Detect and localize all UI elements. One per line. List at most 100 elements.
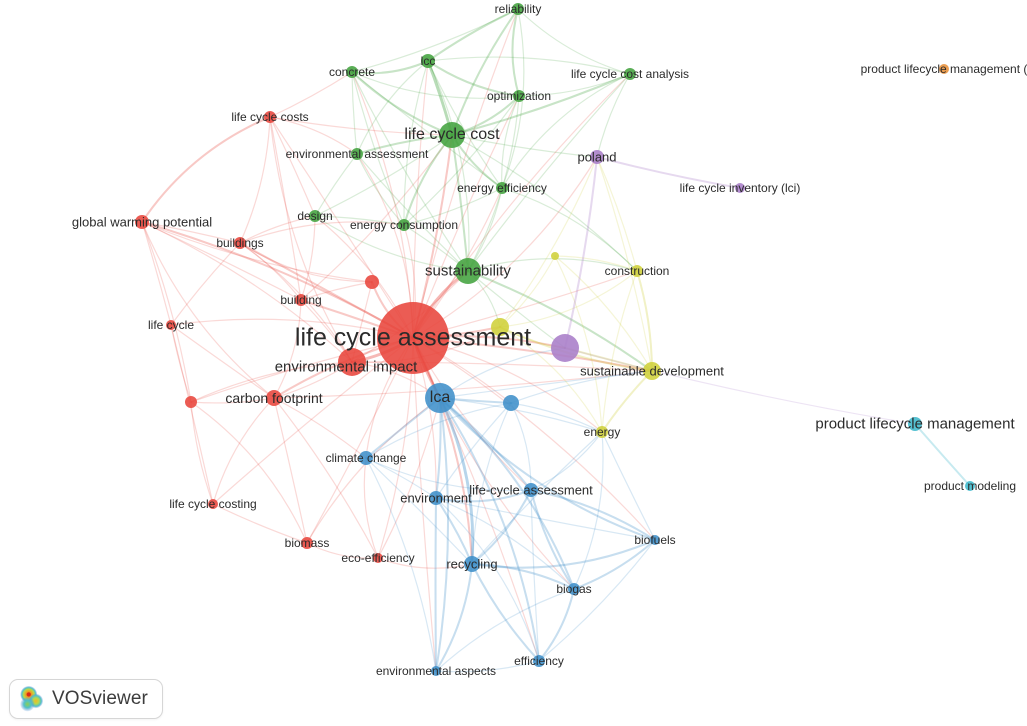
network-edge bbox=[412, 73, 631, 339]
network-node[interactable] bbox=[643, 362, 661, 380]
network-edge bbox=[300, 134, 453, 301]
network-node[interactable] bbox=[491, 318, 509, 336]
network-node[interactable] bbox=[431, 666, 441, 676]
network-node[interactable] bbox=[631, 265, 643, 277]
network-edge bbox=[438, 396, 576, 591]
network-edge bbox=[140, 115, 272, 224]
network-node[interactable] bbox=[455, 258, 481, 284]
network-edge bbox=[239, 215, 316, 244]
vosviewer-density-map-icon bbox=[20, 686, 44, 712]
network-node[interactable] bbox=[185, 396, 197, 408]
network-edge bbox=[601, 431, 656, 541]
network-edge bbox=[190, 397, 275, 404]
network-node[interactable] bbox=[513, 90, 525, 102]
network-node[interactable] bbox=[365, 275, 379, 289]
network-edge bbox=[518, 73, 631, 97]
network-node[interactable] bbox=[377, 302, 449, 374]
network-node[interactable] bbox=[429, 491, 443, 505]
network-node[interactable] bbox=[512, 3, 524, 15]
network-node[interactable] bbox=[266, 390, 282, 406]
network-node[interactable] bbox=[624, 68, 636, 80]
network-node[interactable] bbox=[373, 553, 383, 563]
network-edge bbox=[141, 221, 172, 326]
network-node[interactable] bbox=[425, 383, 455, 413]
network-node[interactable] bbox=[596, 426, 608, 438]
network-edge bbox=[554, 255, 638, 272]
network-node[interactable] bbox=[398, 219, 410, 231]
network-edge bbox=[351, 71, 405, 226]
network-node[interactable] bbox=[735, 183, 745, 193]
network-node[interactable] bbox=[338, 348, 366, 376]
network-edge bbox=[170, 324, 214, 505]
network-edge bbox=[212, 503, 308, 544]
network-node[interactable] bbox=[234, 237, 246, 249]
network-node[interactable] bbox=[208, 499, 218, 509]
network-edge bbox=[314, 134, 453, 217]
network-edge bbox=[501, 95, 520, 189]
network-edge bbox=[595, 155, 742, 190]
network-node[interactable] bbox=[908, 417, 922, 431]
network-node[interactable] bbox=[166, 320, 176, 330]
network-edge bbox=[269, 116, 316, 217]
network-node[interactable] bbox=[568, 583, 580, 595]
network-edge bbox=[269, 116, 353, 363]
network-edge bbox=[450, 133, 470, 273]
network-node[interactable] bbox=[264, 111, 276, 123]
network-node[interactable] bbox=[301, 537, 313, 549]
network-edge bbox=[269, 71, 353, 118]
network-node[interactable] bbox=[359, 451, 373, 465]
network-edge bbox=[170, 242, 241, 326]
network-node[interactable] bbox=[524, 483, 538, 497]
network-edge bbox=[499, 326, 603, 433]
network-edge bbox=[377, 557, 473, 569]
network-node[interactable] bbox=[346, 66, 358, 78]
network-edge bbox=[499, 270, 638, 328]
network-edge bbox=[438, 396, 541, 663]
vosviewer-logo-badge[interactable]: VOSviewer bbox=[9, 679, 163, 719]
network-edge bbox=[239, 221, 405, 244]
network-node[interactable] bbox=[439, 122, 465, 148]
network-edge bbox=[273, 397, 367, 459]
network-edge bbox=[439, 347, 566, 399]
network-edge bbox=[510, 402, 532, 491]
network-edge bbox=[377, 397, 441, 559]
network-node[interactable] bbox=[351, 148, 363, 160]
network-edge bbox=[434, 396, 450, 673]
network-node[interactable] bbox=[503, 395, 519, 411]
network-node[interactable] bbox=[496, 182, 508, 194]
network-node[interactable] bbox=[939, 64, 949, 74]
network-edge bbox=[412, 337, 656, 541]
network-node[interactable] bbox=[309, 210, 321, 222]
network-node[interactable] bbox=[650, 535, 660, 545]
network-edge bbox=[239, 116, 271, 244]
network-node[interactable] bbox=[551, 334, 579, 362]
network-edge bbox=[501, 73, 631, 189]
network-edge bbox=[501, 187, 638, 272]
network-edge bbox=[141, 221, 353, 363]
network-edge bbox=[403, 95, 520, 226]
network-edge bbox=[212, 397, 275, 505]
network-node[interactable] bbox=[295, 294, 307, 306]
network-edge bbox=[190, 361, 353, 403]
network-node[interactable] bbox=[464, 556, 480, 572]
network-node[interactable] bbox=[590, 150, 604, 164]
network-edge bbox=[403, 187, 503, 226]
network-edge bbox=[435, 497, 540, 662]
network-edge bbox=[438, 396, 657, 542]
network-edge bbox=[471, 431, 603, 565]
network-node[interactable] bbox=[965, 481, 975, 491]
network-edge bbox=[435, 497, 575, 590]
network-edge bbox=[351, 71, 469, 272]
network-edge bbox=[451, 134, 598, 158]
network-edge bbox=[273, 299, 302, 399]
network-node[interactable] bbox=[135, 215, 149, 229]
network-node[interactable] bbox=[533, 655, 545, 667]
network-edge bbox=[365, 457, 473, 565]
network-edge bbox=[141, 221, 302, 301]
network-edge bbox=[451, 134, 638, 272]
network-edge bbox=[273, 397, 308, 544]
network-node[interactable] bbox=[551, 252, 559, 260]
network-node[interactable] bbox=[421, 54, 435, 68]
